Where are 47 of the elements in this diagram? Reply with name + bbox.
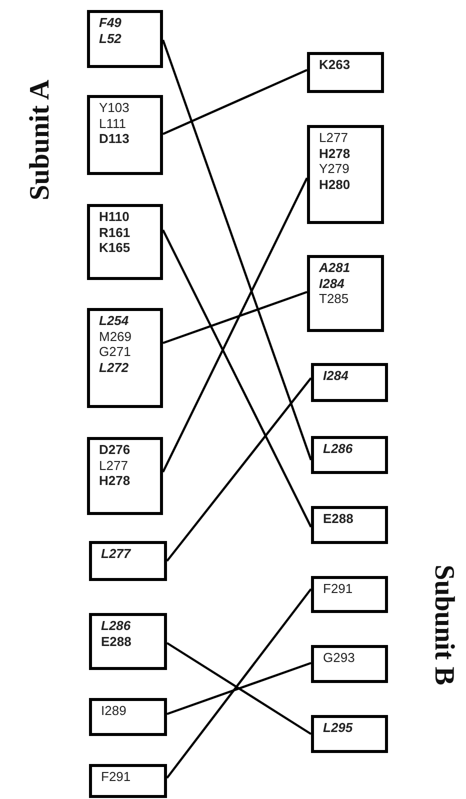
residue-label: G293 <box>323 650 355 666</box>
residue-box <box>311 645 388 683</box>
residue-label: L277 H278 Y279 H280 <box>319 130 350 192</box>
residue-label: A281 I284 T285 <box>319 260 350 306</box>
connector-line <box>162 230 312 528</box>
residue-box <box>307 52 384 93</box>
connector-line <box>162 178 308 472</box>
residue-box <box>87 95 163 175</box>
residue-box <box>89 613 167 670</box>
subunit-label: Subunit A <box>24 80 56 200</box>
connector-line <box>162 40 312 460</box>
connector-line <box>162 290 308 344</box>
residue-label: H110 R161 K165 <box>99 209 130 256</box>
residue-label: F291 <box>323 581 353 596</box>
residue-label: L286 E288 <box>101 618 132 649</box>
connector-line <box>166 377 312 562</box>
residue-box <box>87 308 163 408</box>
connector-line <box>162 69 308 135</box>
residue-box <box>89 541 167 581</box>
residue-label: I289 <box>101 703 126 718</box>
residue-box <box>311 506 388 544</box>
residue-label: L286 <box>323 441 353 456</box>
connector-line <box>166 642 312 735</box>
residue-box <box>89 698 167 736</box>
residue-label: E288 <box>323 511 354 526</box>
residue-label: D276 L277 H278 <box>99 442 130 488</box>
residue-box <box>311 576 388 613</box>
connector-line <box>166 662 312 716</box>
residue-label: L295 <box>323 720 353 736</box>
residue-label: Y103 L111 D113 <box>99 100 130 146</box>
residue-box <box>311 715 388 753</box>
connector-line <box>166 588 312 779</box>
residue-box <box>311 436 388 474</box>
residue-label: K263 <box>319 57 350 72</box>
residue-label: I284 <box>323 368 348 384</box>
residue-box <box>311 363 388 402</box>
residue-box <box>307 255 384 332</box>
residue-label: F49 L52 <box>99 15 122 46</box>
residue-box <box>89 764 167 798</box>
subunit-label: Subunit B <box>427 564 459 686</box>
residue-box <box>307 125 384 224</box>
residue-box <box>87 204 163 280</box>
residue-box <box>87 10 163 68</box>
residue-label: L277 <box>101 546 131 562</box>
residue-label: F291 <box>101 769 131 784</box>
residue-box <box>87 437 163 515</box>
residue-label: L254 M269 G271 L272 <box>99 313 132 375</box>
